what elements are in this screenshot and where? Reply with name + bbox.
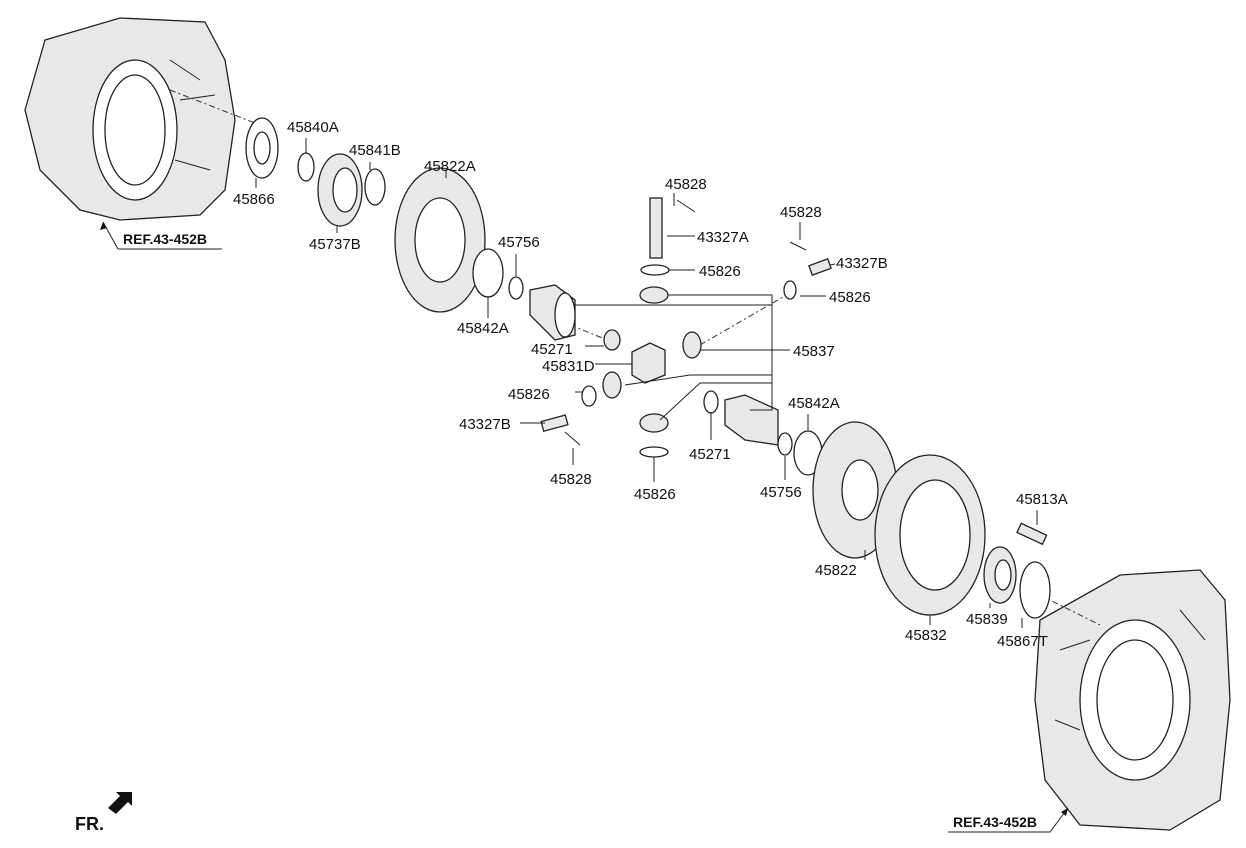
part-labels: 45840A 45866 45841B 45737B 45822A 45756 … xyxy=(233,119,1068,650)
label-45756: 45756 xyxy=(498,234,540,251)
label-45813A: 45813A xyxy=(1016,491,1068,508)
label-45826: 45826 xyxy=(508,386,550,403)
label-43327B: 43327B xyxy=(836,255,888,272)
label-45828: 45828 xyxy=(550,471,592,488)
front-arrow-icon xyxy=(108,792,132,814)
label-45832: 45832 xyxy=(905,627,947,644)
part-45831D-block xyxy=(631,342,666,384)
front-indicator: FR. xyxy=(75,792,132,834)
label-45837: 45837 xyxy=(793,343,835,360)
reference-top-left[interactable]: REF.43-452B xyxy=(100,221,222,250)
label-45822: 45822 xyxy=(815,562,857,579)
label-43327B: 43327B xyxy=(459,416,511,433)
label-45737B: 45737B xyxy=(309,236,361,253)
label-45841B: 45841B xyxy=(349,142,401,159)
label-45842A: 45842A xyxy=(457,320,509,337)
front-label: FR. xyxy=(75,814,104,834)
label-45828: 45828 xyxy=(780,204,822,221)
label-45828: 45828 xyxy=(665,176,707,193)
part-45867T-shim xyxy=(1019,561,1051,619)
part-side-gear-bottom xyxy=(724,394,779,446)
part-45840A-ring xyxy=(297,152,315,182)
label-45271: 45271 xyxy=(531,341,573,358)
label-45826: 45826 xyxy=(634,486,676,503)
part-45841B-race xyxy=(364,168,386,206)
label-45756: 45756 xyxy=(760,484,802,501)
reference-bottom-right[interactable]: REF.43-452B xyxy=(948,807,1069,833)
label-45822A: 45822A xyxy=(424,158,476,175)
part-pinion-top xyxy=(639,286,669,304)
part-pinion-right xyxy=(682,331,702,359)
arrow-icon xyxy=(100,222,107,230)
label-45842A: 45842A xyxy=(788,395,840,412)
part-45756-ring xyxy=(508,276,524,300)
part-45813A-bolt xyxy=(1016,522,1048,546)
arrow-icon xyxy=(1061,808,1068,816)
transmission-housing-right xyxy=(1034,569,1231,831)
ref-label[interactable]: REF.43-452B xyxy=(123,231,207,247)
part-43327A-shaft xyxy=(649,197,663,259)
label-45826: 45826 xyxy=(829,289,871,306)
label-43327A: 43327A xyxy=(697,229,749,246)
label-45840A: 45840A xyxy=(287,119,339,136)
label-45826: 45826 xyxy=(699,263,741,280)
label-45866: 45866 xyxy=(233,191,275,208)
transmission-housing-left xyxy=(24,17,236,221)
part-45271-washer xyxy=(603,329,621,351)
label-45831D: 45831D xyxy=(542,358,595,375)
ref-label[interactable]: REF.43-452B xyxy=(953,814,1037,830)
part-45842A-washer xyxy=(472,248,504,298)
label-45839: 45839 xyxy=(966,611,1008,628)
label-45867T: 45867T xyxy=(997,633,1048,650)
label-45271: 45271 xyxy=(689,446,731,463)
